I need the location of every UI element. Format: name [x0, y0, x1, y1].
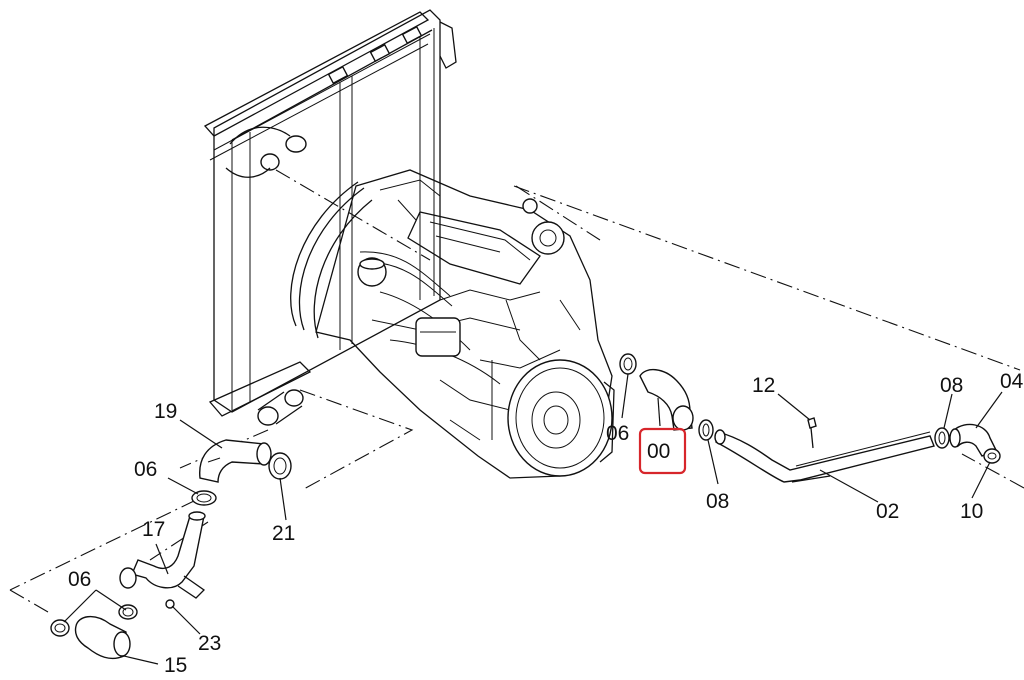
- label-15[interactable]: 15: [164, 654, 187, 677]
- clamp-08-left: [698, 419, 714, 441]
- pipe-17: [119, 511, 206, 599]
- clamp-06-upper: [191, 490, 217, 506]
- label-21[interactable]: 21: [272, 522, 295, 545]
- label-17[interactable]: 17: [142, 518, 165, 541]
- clamp-10: [983, 448, 1001, 464]
- flywheel: [507, 359, 615, 477]
- label-02[interactable]: 02: [876, 500, 899, 523]
- hose-15: [74, 616, 131, 660]
- label-19[interactable]: 19: [154, 400, 177, 423]
- highlight-box: [638, 427, 687, 475]
- part-labels: 19 06 17 06 23 15 21 06 00 08 12 02 08 0…: [68, 370, 1024, 677]
- label-08-right[interactable]: 08: [940, 374, 963, 397]
- hose-00: [639, 369, 694, 431]
- label-06-lower[interactable]: 06: [68, 568, 91, 591]
- callout-leader-lines: [63, 373, 1003, 665]
- label-06-right[interactable]: 06: [606, 422, 629, 445]
- hose-19: [199, 439, 272, 483]
- label-10[interactable]: 10: [960, 500, 983, 523]
- label-04[interactable]: 04: [1000, 370, 1024, 393]
- clamp-08-right: [934, 427, 950, 449]
- label-00[interactable]: 00: [647, 440, 670, 463]
- label-08-left[interactable]: 08: [706, 490, 729, 513]
- clamp-06-right: [619, 353, 637, 375]
- bolt-12: [807, 417, 817, 449]
- clamp-21: [268, 452, 292, 480]
- label-06-upper[interactable]: 06: [134, 458, 157, 481]
- radiator-upper-outlet: [225, 126, 307, 178]
- pipe-02: [714, 429, 935, 483]
- radiator-lower-outlet: [257, 389, 304, 426]
- engine-block: [290, 169, 613, 479]
- label-12[interactable]: 12: [752, 374, 775, 397]
- assembly-leader-lines: [9, 169, 1024, 613]
- radiator: [203, 9, 457, 426]
- label-23[interactable]: 23: [198, 632, 221, 655]
- hose-04: [949, 423, 997, 457]
